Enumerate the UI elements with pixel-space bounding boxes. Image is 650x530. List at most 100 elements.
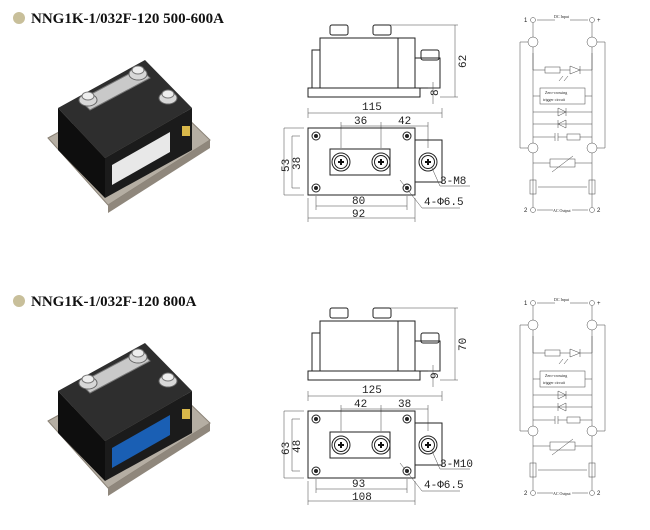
top-body (307, 127, 416, 196)
screw-cross-icon (338, 159, 344, 165)
optocoupler-terminal (586, 425, 598, 437)
side-bolt (372, 24, 392, 36)
pitch2-label: 38 (398, 399, 411, 411)
side-terminal-block (414, 340, 441, 372)
module-side (58, 391, 105, 481)
gate-connector (182, 126, 190, 136)
terminal-bolt-head (161, 89, 175, 99)
side-bolt (372, 307, 392, 319)
module-top (58, 343, 192, 441)
pin-label: 1 (524, 18, 528, 24)
side-body-edges (311, 38, 399, 88)
light-arrows-icon (558, 75, 569, 82)
pin-label: + (597, 301, 601, 307)
base-plate-edge (108, 423, 210, 496)
terminal-icon (530, 490, 536, 496)
trigger-label: trigger circuit (543, 380, 566, 385)
pin-label: 2 (524, 208, 528, 214)
light-arrows-icon (558, 358, 569, 365)
bullet-icon (13, 295, 25, 307)
thyristor-icon (557, 107, 567, 129)
screw-cross-icon (378, 159, 384, 165)
length-dimension-line (307, 391, 443, 401)
holes-label: 4-Φ6.5 (424, 480, 464, 492)
optocoupler-terminal (586, 319, 598, 331)
thyristor-branches (532, 336, 593, 426)
height-label: 70 (458, 338, 470, 351)
led-branch (532, 330, 593, 354)
inner-width-label: 48 (292, 440, 304, 453)
mounting-hole-center (314, 469, 318, 473)
product-title: NNG1K-1/032F-120 500-600A (31, 11, 224, 27)
width-label: 53 (281, 159, 293, 172)
mounting-hole-center (314, 417, 318, 421)
gate-connector (182, 409, 190, 419)
load-resistor-icon (588, 462, 596, 478)
varistor-icon (549, 441, 576, 451)
dc-input-label: DC Input (554, 14, 570, 19)
pin-label: 2 (597, 491, 601, 497)
terminal-bolt-head (81, 374, 95, 384)
module-top (58, 60, 192, 158)
ac-output-label: AC Output (553, 491, 572, 496)
side-body (319, 37, 416, 89)
terminals-label: 3-M10 (440, 459, 473, 471)
pitch-dimension-line (340, 405, 429, 431)
hole-spacing-label: 93 (352, 479, 365, 491)
base-thickness-label: 9 (430, 372, 442, 379)
output-lines (532, 153, 593, 207)
terminal-bolt-head (131, 65, 145, 75)
outer-loop (519, 306, 606, 432)
product-photo (47, 343, 211, 496)
terminal-icon (530, 300, 536, 306)
length-label: 115 (362, 102, 382, 114)
outer-loop (519, 23, 606, 149)
length-label: 125 (362, 385, 382, 397)
led-branch (532, 47, 593, 71)
terminals-label: 3-M8 (440, 176, 466, 188)
thyristor-branches (532, 53, 593, 143)
leader-lines (399, 167, 470, 209)
mounting-hole-center (405, 134, 409, 138)
terminal-bolt-head (161, 372, 175, 382)
mounting-hole-center (405, 186, 409, 190)
optocoupler-terminal (527, 36, 539, 48)
length-dimension-line (307, 108, 443, 118)
side-body (319, 320, 416, 372)
mounting-hole-center (314, 134, 318, 138)
module-side (58, 108, 105, 198)
optocoupler-terminal (586, 142, 598, 154)
terminal-bolt-head (81, 91, 95, 101)
pitch1-label: 36 (354, 116, 367, 128)
bottom-dimension-lines (307, 479, 416, 505)
screw-cross-icon (338, 442, 344, 448)
product-label (112, 415, 170, 468)
pitch2-label: 42 (398, 116, 411, 128)
side-bolt (420, 332, 440, 344)
screw-cross-icon (378, 442, 384, 448)
screw-cross-icon (425, 159, 431, 165)
terminal-icon (530, 17, 536, 23)
width-dimension-line (283, 410, 304, 479)
terminal-bolt-head (131, 348, 145, 358)
output-lines (532, 436, 593, 490)
top-body (307, 410, 416, 479)
resistor-icon (544, 66, 561, 74)
mounting-hole-center (405, 417, 409, 421)
hole-spacing-label: 80 (352, 196, 365, 208)
optocoupler-terminal (527, 319, 539, 331)
load-resistor-icon (529, 462, 537, 478)
pitch-dimension-line (340, 122, 429, 148)
side-view-drawing: 70 9 (307, 307, 470, 387)
optocoupler-terminal (586, 36, 598, 48)
base-plate-edge (108, 140, 210, 213)
terminal-icon (589, 17, 595, 23)
product-label (112, 132, 170, 185)
side-base (307, 370, 421, 381)
height-dimension-line (390, 24, 458, 104)
